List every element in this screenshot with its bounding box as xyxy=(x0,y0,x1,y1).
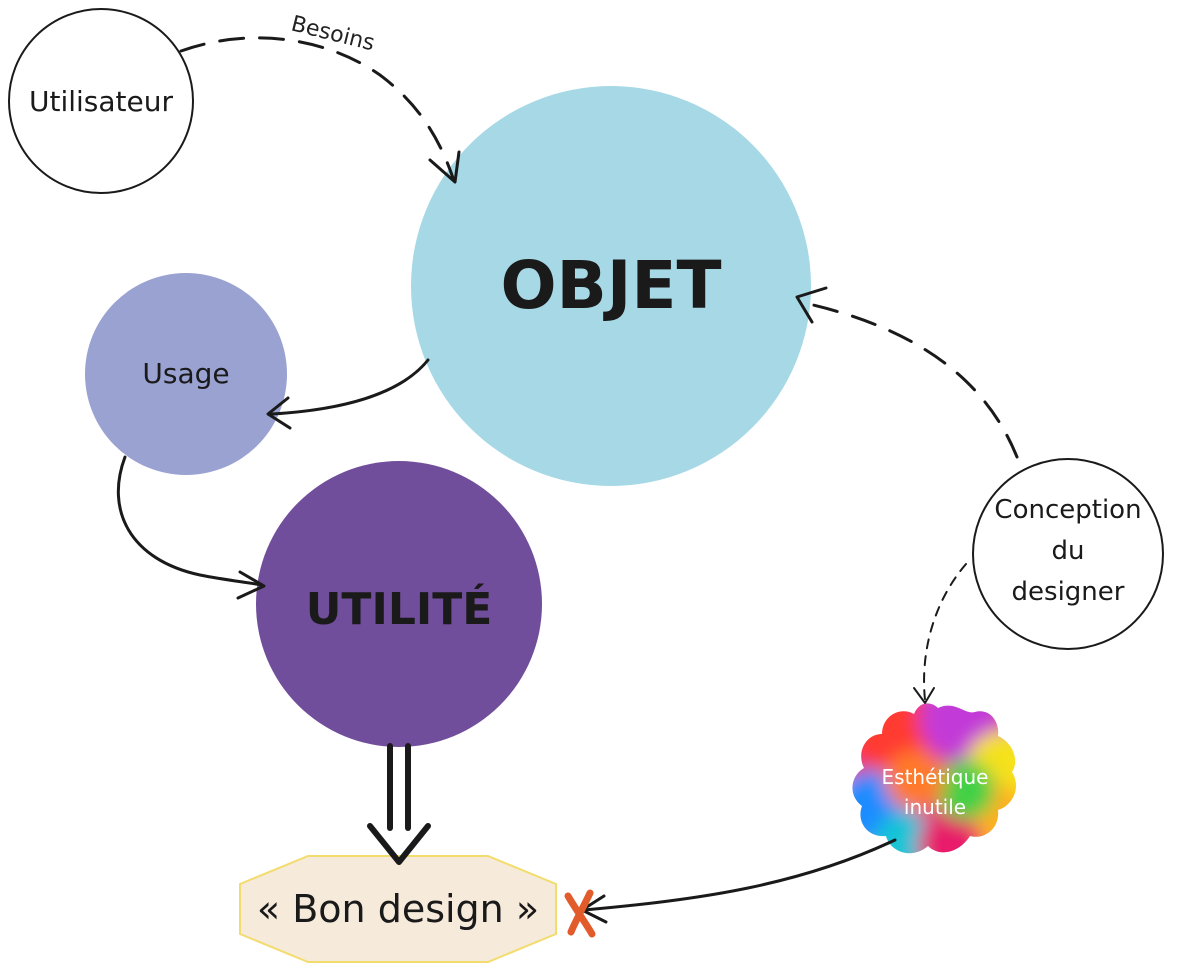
rejected-cross-icon xyxy=(564,889,596,938)
utilisateur-label: Utilisateur xyxy=(29,85,174,118)
conception-objet-arrowhead xyxy=(795,286,828,324)
esthetique-bon-design-arrow xyxy=(582,838,897,912)
esthetique-label-line1: Esthétique xyxy=(882,765,989,789)
usage-circle xyxy=(85,273,287,475)
usage-utilite-arrow xyxy=(116,455,264,587)
utilite-bon-design-arrowhead xyxy=(367,823,431,865)
bon-design-box xyxy=(239,855,557,963)
conception-label-line2: du xyxy=(1052,536,1085,566)
conception-label-line1: Conception xyxy=(994,495,1141,525)
conception-label-line3: designer xyxy=(1012,577,1125,607)
conception-esthetique-arrow xyxy=(923,563,967,701)
bon-design-label: « Bon design » xyxy=(257,887,539,931)
conception-esthetique-arrowhead xyxy=(913,687,935,704)
objet-circle xyxy=(411,86,811,486)
objet-usage-arrow xyxy=(270,358,430,416)
conception-objet-arrow xyxy=(798,300,1019,459)
utilite-circle xyxy=(256,461,542,747)
objet-label: OBJET xyxy=(500,247,721,324)
conception-circle xyxy=(972,458,1164,650)
usage-label: Usage xyxy=(142,357,229,390)
objet-usage-arrowhead xyxy=(266,396,292,430)
utilite-label: UTILITÉ xyxy=(306,582,493,635)
esthetique-label-line2: inutile xyxy=(904,795,966,819)
utilisateur-circle xyxy=(8,8,194,194)
besoins-arrow xyxy=(179,36,455,180)
usage-utilite-arrowhead xyxy=(236,570,266,600)
besoins-arrowhead xyxy=(428,150,461,184)
besoins-label: Besoins xyxy=(289,12,378,57)
